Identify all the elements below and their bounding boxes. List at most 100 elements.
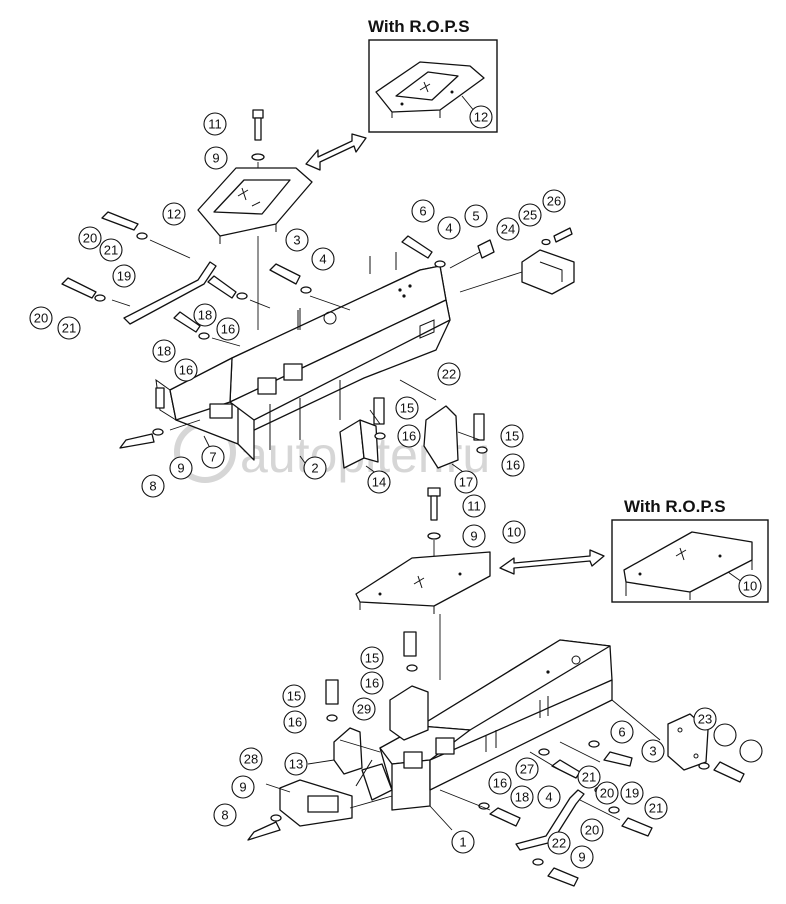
callout-22-top: 22 — [437, 362, 461, 386]
svg-text:20: 20 — [34, 311, 48, 326]
callout-4d: 21 — [577, 765, 601, 789]
cover-plate-10 — [355, 551, 491, 614]
bolt-18-lower — [489, 807, 521, 827]
svg-text:16: 16 — [402, 429, 416, 444]
bolt-6 — [401, 235, 433, 259]
svg-text:4: 4 — [319, 252, 326, 267]
callout-10: 10 — [502, 520, 526, 544]
chassis-frame-lower — [379, 639, 613, 811]
callout-11-top: 11 — [203, 112, 227, 136]
svg-text:14: 14 — [372, 475, 386, 490]
arrow-top — [305, 133, 367, 171]
svg-text:4: 4 — [545, 790, 552, 805]
svg-text:8: 8 — [221, 808, 228, 823]
svg-text:9: 9 — [578, 850, 585, 865]
svg-text:26: 26 — [547, 194, 561, 209]
chassis-frame-upper — [155, 252, 451, 461]
svg-text:15: 15 — [287, 689, 301, 704]
callout-3: 3 — [285, 228, 309, 252]
callout-27: 4 — [537, 785, 561, 809]
callout-8-low: 8 — [213, 803, 237, 827]
svg-text:9: 9 — [239, 780, 246, 795]
svg-text:11: 11 — [467, 499, 481, 514]
svg-text:9: 9 — [177, 461, 184, 476]
callout-16e: 16 — [360, 671, 384, 695]
svg-text:25: 25 — [523, 208, 537, 223]
callout-16c: 16 — [397, 424, 421, 448]
svg-text:21: 21 — [104, 243, 118, 258]
washers-upper — [94, 232, 551, 454]
bracket-17 — [423, 405, 459, 469]
leader-lines — [111, 236, 661, 831]
svg-text:16: 16 — [179, 363, 193, 378]
callout-20b: 20 — [29, 306, 53, 330]
callout-6-low: 3 — [641, 739, 665, 763]
callout-16b: 16 — [174, 358, 198, 382]
svg-text:5: 5 — [472, 209, 479, 224]
svg-text:6: 6 — [419, 204, 426, 219]
svg-text:2: 2 — [311, 461, 318, 476]
svg-text:6: 6 — [618, 725, 625, 740]
bolt-20a — [101, 211, 139, 231]
svg-text:10: 10 — [743, 579, 757, 594]
bolt-15c — [403, 631, 417, 657]
bolt-8 — [119, 433, 155, 449]
svg-text:15: 15 — [365, 651, 379, 666]
callout-18b: 18 — [152, 339, 176, 363]
callout-15c: 15 — [360, 646, 384, 670]
bracket-29 — [389, 685, 429, 741]
svg-text:21: 21 — [582, 770, 596, 785]
svg-text:18: 18 — [198, 308, 212, 323]
arrow-bottom — [499, 549, 605, 575]
svg-text:20: 20 — [600, 786, 614, 801]
callout-19-top: 19 — [112, 264, 136, 288]
svg-text:1: 1 — [459, 835, 466, 850]
callout-9-top: 9 — [204, 146, 228, 170]
svg-text:12: 12 — [474, 110, 488, 125]
rops-inset-top-title: With R.O.P.S — [368, 17, 470, 36]
callout-13: 13 — [284, 752, 308, 776]
bolt-27 — [551, 759, 581, 779]
svg-text:24: 24 — [501, 222, 515, 237]
bracket-24 — [521, 249, 575, 295]
bolt-26 — [553, 227, 573, 243]
callout-21c: 19 — [620, 781, 644, 805]
svg-text:9: 9 — [212, 151, 219, 166]
svg-text:16: 16 — [493, 776, 507, 791]
svg-text:11: 11 — [208, 117, 222, 132]
bolt-18b — [173, 311, 201, 333]
svg-text:20: 20 — [585, 823, 599, 838]
callout-14: 14 — [367, 470, 391, 494]
svg-text:3: 3 — [649, 744, 656, 759]
svg-text:16: 16 — [288, 715, 302, 730]
bolt-15d — [325, 679, 339, 705]
svg-text:7: 7 — [209, 450, 216, 465]
bolt-18a — [207, 275, 237, 299]
callout-16g: 16 — [488, 771, 512, 795]
svg-text:3: 3 — [293, 233, 300, 248]
callout-9-right — [713, 723, 737, 747]
svg-text:16: 16 — [365, 676, 379, 691]
callout-9-bottom: 9 — [462, 524, 486, 548]
callout-16a: 16 — [216, 317, 240, 341]
svg-text:22: 22 — [442, 367, 456, 382]
bracket-13 — [333, 727, 363, 775]
svg-text:8: 8 — [149, 479, 156, 494]
callout-12: 12 — [162, 202, 186, 226]
bolt-11-top — [251, 109, 265, 161]
callout-2: 2 — [303, 456, 327, 480]
svg-text:21: 21 — [62, 321, 76, 336]
callout-11-bottom: 11 — [462, 494, 486, 518]
callout-9-low: 9 — [231, 775, 255, 799]
callout-1: 1 — [451, 830, 475, 854]
callout-26: 26 — [542, 189, 566, 213]
link-rod-19-bottom — [515, 789, 585, 851]
svg-text:29: 29 — [357, 702, 371, 717]
rops-inset-bottom-title: With R.O.P.S — [624, 497, 726, 516]
svg-text:15: 15 — [505, 429, 519, 444]
callout-9-mid: 9 — [169, 456, 193, 480]
washers-lower — [270, 664, 710, 866]
svg-text:22: 22 — [552, 836, 566, 851]
callout-6: 6 — [411, 199, 435, 223]
bolt-15a — [373, 397, 385, 425]
